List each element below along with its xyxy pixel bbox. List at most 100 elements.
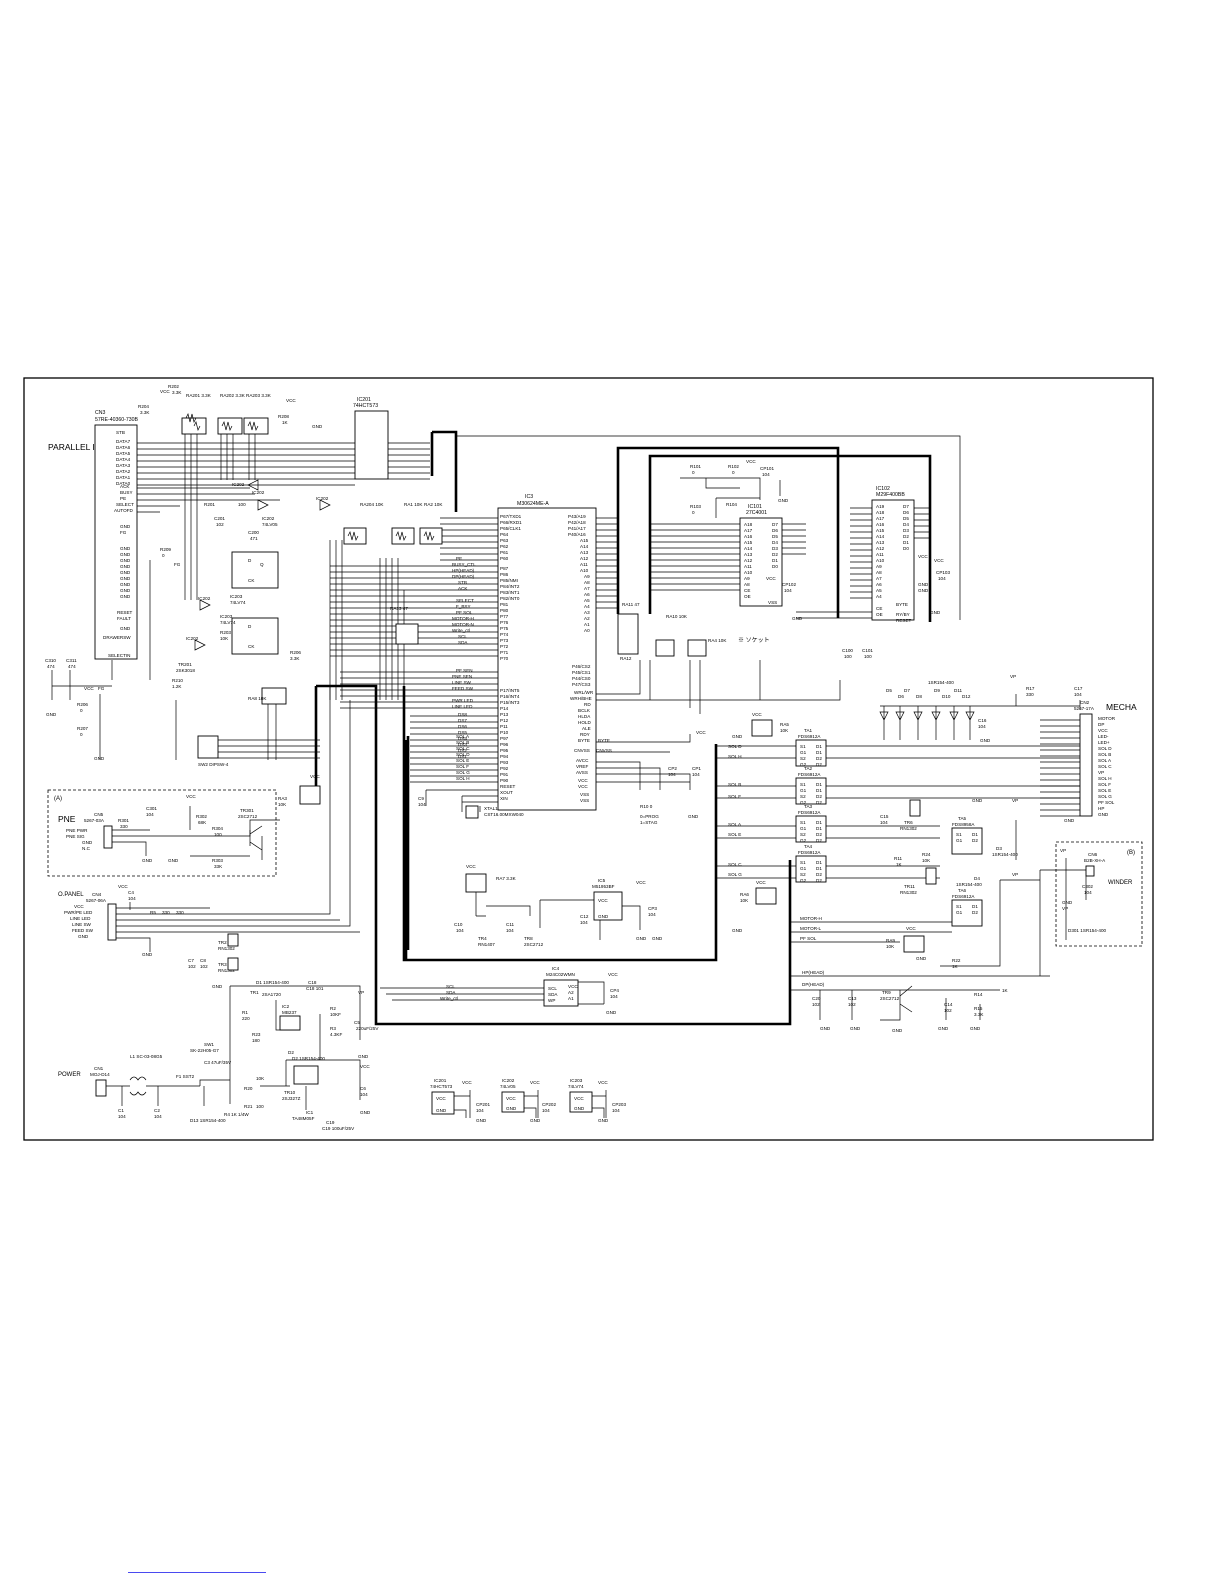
svg-text:C301: C301 (146, 806, 157, 811)
svg-text:P65/CLK1: P65/CLK1 (500, 526, 521, 531)
svg-text:P80: P80 (500, 608, 509, 613)
svg-text:P60: P60 (500, 556, 509, 561)
svg-text:VCC: VCC (530, 1080, 540, 1085)
svg-text:100: 100 (214, 832, 222, 837)
section-label-power: POWER (58, 1072, 81, 1078)
svg-text:G1: G1 (800, 750, 807, 755)
svg-text:D5: D5 (886, 688, 892, 693)
svg-text:R2: R2 (330, 1006, 336, 1011)
svg-text:SOL E: SOL E (1098, 788, 1111, 793)
svg-text:GND: GND (530, 1118, 541, 1123)
svg-text:SELECTIN: SELECTIN (108, 653, 130, 658)
svg-text:CN2: CN2 (1080, 700, 1090, 705)
svg-text:GND: GND (120, 626, 131, 631)
svg-text:GND: GND (598, 914, 609, 919)
svg-text:D5: D5 (903, 516, 909, 521)
svg-text:RA12: RA12 (620, 656, 632, 661)
parallel-cap-wires (51, 560, 151, 760)
svg-text:DATA0: DATA0 (116, 481, 131, 486)
svg-text:P91: P91 (500, 772, 509, 777)
svg-text:D2: D2 (903, 534, 909, 539)
svg-text:P94: P94 (500, 754, 509, 759)
svg-text:BYTE: BYTE (598, 738, 610, 743)
svg-text:P62: P62 (500, 544, 509, 549)
svg-text:P44/CS0: P44/CS0 (572, 676, 591, 681)
svg-text:104: 104 (880, 820, 888, 825)
svg-text:RESET: RESET (117, 610, 133, 615)
svg-text:VCC: VCC (918, 554, 928, 559)
svg-text:104: 104 (612, 1108, 620, 1113)
svg-text:0: 0 (692, 510, 695, 515)
svg-text:A5: A5 (584, 598, 590, 603)
svg-text:A7: A7 (876, 576, 882, 581)
svg-text:D2: D2 (816, 762, 822, 767)
svg-text:IC1: IC1 (306, 1110, 314, 1115)
svg-text:471: 471 (250, 536, 258, 541)
svg-text:D2: D2 (816, 800, 822, 805)
svg-text:VCC: VCC (578, 778, 588, 783)
svg-text:D301 1SR154-400: D301 1SR154-400 (1068, 928, 1106, 933)
svg-text:R206: R206 (77, 702, 88, 707)
ic3-sensor-signals: PF SEN PNE SEN LINE SW FEED SW PWR LED L… (452, 668, 474, 709)
svg-text:SW2 DIPSW-4: SW2 DIPSW-4 (198, 762, 229, 767)
svg-text:MOTOR-H: MOTOR-H (800, 916, 822, 921)
svg-text:RA10 10K: RA10 10K (666, 614, 688, 619)
svg-text:74LV74: 74LV74 (220, 620, 236, 625)
svg-text:R17: R17 (1026, 686, 1035, 691)
svg-text:A8: A8 (584, 580, 590, 585)
svg-text:0: 0 (692, 470, 695, 475)
resistor-array-ra2: RA2 10K (419, 502, 443, 545)
svg-text:TR6: TR6 (904, 820, 913, 825)
svg-text:A16: A16 (744, 534, 753, 539)
svg-text:C14: C14 (944, 1002, 953, 1007)
svg-text:RA5: RA5 (780, 722, 789, 727)
svg-text:102: 102 (944, 1008, 952, 1013)
svg-text:L1 SC-03-08G5: L1 SC-03-08G5 (130, 1054, 163, 1059)
mecha-pins: MOTOR DP VCC LED- LED+ SOL D SOL B SOL A… (1098, 716, 1116, 817)
svg-text:R24: R24 (922, 852, 931, 857)
ic101-part: 27C4001 (746, 510, 767, 516)
svg-text:R207: R207 (77, 726, 88, 731)
svg-text:104: 104 (506, 928, 514, 933)
resistor-array-ra203: RA203 3.3K (243, 393, 272, 435)
svg-text:R20: R20 (244, 1086, 253, 1091)
svg-text:TR11: TR11 (904, 884, 915, 889)
svg-text:104: 104 (476, 1108, 484, 1113)
ic203-flipflop-lower: DCK (231, 617, 279, 655)
svg-text:CP102: CP102 (782, 582, 796, 587)
svg-text:SOL F: SOL F (456, 764, 469, 769)
svg-text:D6: D6 (772, 528, 778, 533)
svg-text:D5: D5 (772, 534, 778, 539)
svg-text:D3: D3 (996, 846, 1002, 851)
svg-text:1SR154-400: 1SR154-400 (956, 882, 982, 887)
resistor-array-ra202: RA202 3.3K (217, 393, 246, 435)
svg-text:SDA: SDA (458, 640, 468, 645)
svg-text:LINE SW: LINE SW (72, 922, 92, 927)
svg-text:74LV74: 74LV74 (230, 600, 246, 605)
sol-wires (716, 745, 1080, 991)
svg-text:GND: GND (360, 1110, 371, 1115)
svg-text:TA3: TA3 (804, 804, 813, 809)
svg-text:GND: GND (120, 564, 131, 569)
svg-text:D1: D1 (816, 782, 822, 787)
svg-text:IC5: IC5 (598, 878, 606, 883)
svg-text:RA13 47: RA13 47 (390, 606, 408, 611)
svg-text:IC203: IC203 (570, 1078, 583, 1083)
svg-text:VCC: VCC (466, 864, 476, 869)
svg-text:GND: GND (636, 936, 647, 941)
svg-text:AVCC: AVCC (576, 758, 589, 763)
svg-text:D1: D1 (972, 904, 978, 909)
svg-text:A1: A1 (584, 622, 590, 627)
svg-text:P66/RXD1: P66/RXD1 (500, 520, 522, 525)
svg-text:A13: A13 (744, 552, 753, 557)
svg-text:GND: GND (312, 424, 323, 429)
svg-text:VCC: VCC (906, 926, 916, 931)
